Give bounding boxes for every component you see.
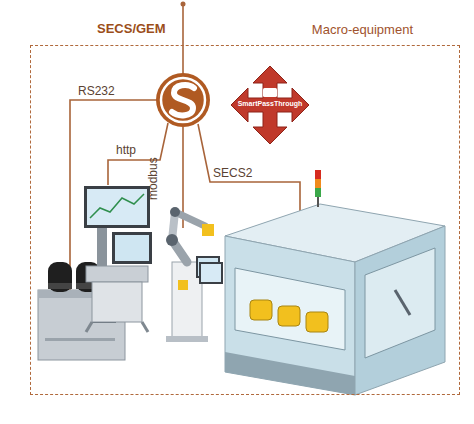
- robot-arm: [166, 207, 220, 342]
- hmi-kiosk-part: [97, 228, 107, 268]
- signal-tower-part: [315, 179, 321, 188]
- process-tool-part: [225, 236, 355, 395]
- hmi-kiosk-part: [112, 232, 152, 264]
- protocol-label: modbus: [146, 157, 160, 200]
- hmi-kiosk: [84, 186, 152, 332]
- serial-device-part: [48, 262, 72, 292]
- protocol-label: http: [116, 143, 136, 157]
- boundary-heading: Macro-equipment: [312, 22, 413, 37]
- hmi-kiosk-part: [87, 189, 147, 225]
- serial-device-part: [48, 283, 72, 289]
- hmi-kiosk-part: [86, 266, 148, 282]
- hmi-kiosk-part: [86, 322, 92, 332]
- hub-logo-part: [161, 78, 205, 122]
- badge-text: SmartPassThrough: [229, 99, 311, 109]
- serial-device-part: [45, 338, 115, 341]
- robot-arm-part: [166, 336, 208, 342]
- communication-wire-part: [198, 124, 300, 215]
- smartpassthrough-badge: SmartPassThrough: [229, 64, 311, 146]
- protocol-label: SECS2: [213, 166, 252, 180]
- hmi-kiosk-part: [92, 282, 142, 322]
- robot-arm-part: [170, 207, 180, 217]
- top-connector-dot-part: [181, 2, 186, 7]
- hub-logo-part: [172, 85, 194, 115]
- protocol-heading: SECS/GEM: [97, 22, 166, 36]
- signal-tower-part: [315, 188, 321, 197]
- process-tool-part: [250, 300, 272, 320]
- top-connector-dot: [181, 2, 186, 7]
- process-tool-part: [306, 312, 328, 332]
- hmi-kiosk-part: [115, 235, 149, 261]
- hmi-kiosk-part: [90, 194, 144, 218]
- process-tool-part: [355, 226, 445, 395]
- process-tool-part: [235, 268, 345, 350]
- process-tool-part: [365, 248, 435, 358]
- signal-tower: [315, 170, 321, 207]
- robot-arm-part: [202, 224, 214, 236]
- hmi-kiosk-part: [84, 186, 150, 228]
- process-tool-part: [395, 290, 410, 315]
- process-tool: [199, 204, 445, 395]
- communication-wire-part: [70, 100, 157, 290]
- protocol-label: RS232: [78, 84, 115, 98]
- process-tool-part: [199, 262, 223, 284]
- process-tool-part: [225, 352, 355, 395]
- hmi-kiosk-part: [142, 322, 148, 332]
- signal-tower-part: [317, 197, 319, 207]
- robot-arm-part: [166, 234, 178, 246]
- process-tool-part: [201, 264, 221, 282]
- hub-logo-part: [156, 73, 210, 127]
- hub-logo: [156, 73, 210, 127]
- process-tool-part: [278, 306, 300, 326]
- robot-arm-part: [178, 280, 188, 290]
- signal-tower-part: [315, 170, 321, 179]
- badge-logo: [263, 88, 277, 97]
- communication-wire-part: [182, 4, 184, 74]
